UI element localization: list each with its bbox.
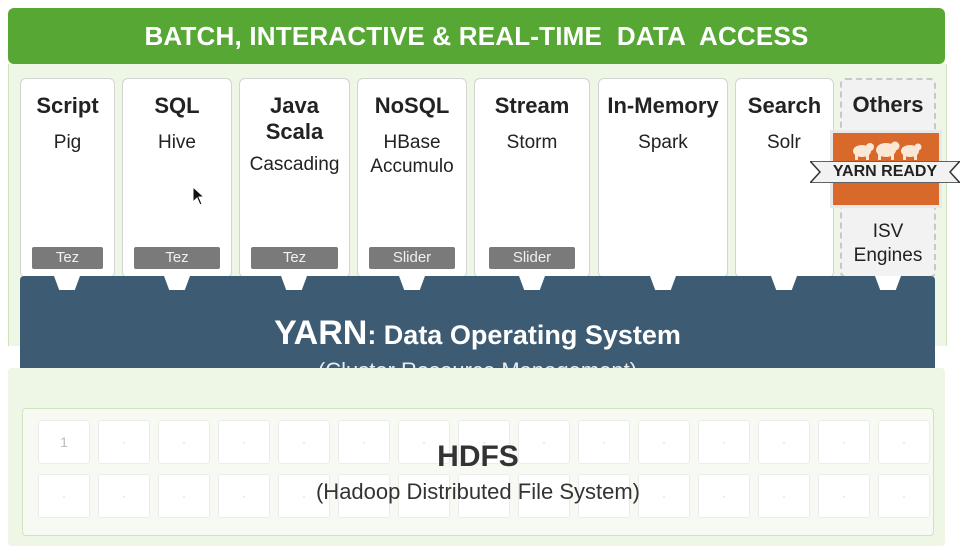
hdfs-block: · [638, 474, 690, 518]
hdfs-block: 1 [38, 420, 90, 464]
hdfs-block: · [158, 474, 210, 518]
hdfs-block: · [338, 420, 390, 464]
engine-title: Java Scala [265, 93, 324, 144]
connector-tab [650, 276, 676, 290]
hdfs-block: · [338, 474, 390, 518]
hdfs-block: · [758, 474, 810, 518]
hdfs-block: · [818, 474, 870, 518]
hdfs-block: · [518, 474, 570, 518]
hdfs-block: · [578, 420, 630, 464]
hdfs-block: · [578, 474, 630, 518]
connector-tab [771, 276, 797, 290]
engine-tag: Slider [489, 247, 575, 269]
engine-card-nosql[interactable]: NoSQL HBase Accumulo Slider [357, 78, 467, 278]
hdfs-block: · [638, 420, 690, 464]
hdfs-subtitle: (Hadoop Distributed File System) [315, 479, 640, 504]
engine-subtitle: ISV Engines [853, 221, 923, 266]
engine-card-java-scala[interactable]: Java Scala Cascading Tez [239, 78, 350, 278]
engine-subtitle: Hive [157, 132, 196, 153]
hdfs-block: · [458, 420, 510, 464]
yarn-title-strong: YARN [274, 314, 368, 352]
connector-tab [399, 276, 425, 290]
engine-tag: Tez [134, 247, 220, 269]
hdfs-block: · [398, 474, 450, 518]
hdfs-block: · [218, 420, 270, 464]
yarn-title-rest: : Data Operating System [367, 320, 681, 350]
engine-title: Stream [494, 93, 570, 118]
hdfs-block: · [878, 474, 930, 518]
hdfs-block: · [38, 474, 90, 518]
elephants-icon [853, 141, 922, 160]
badge-text: YARN READY [832, 163, 938, 180]
hdfs-block: · [878, 420, 930, 464]
engine-title: SQL [154, 93, 200, 118]
engine-tag: Tez [32, 247, 103, 269]
engine-subtitle: Storm [506, 132, 558, 153]
hdfs-block: · [818, 420, 870, 464]
hdfs-block: · [698, 420, 750, 464]
engine-title: Others [852, 92, 924, 117]
connector-tab [164, 276, 190, 290]
engine-tag: Tez [251, 247, 338, 269]
access-banner: BATCH, INTERACTIVE & REAL-TIME DATA ACCE… [8, 8, 945, 64]
hdfs-block: · [758, 420, 810, 464]
engine-card-in-memory[interactable]: In-Memory Spark [598, 78, 728, 278]
hdfs-title: HDFS [437, 440, 519, 473]
connector-tab [281, 276, 307, 290]
connector-tab [54, 276, 80, 290]
hdfs-block: · [158, 420, 210, 464]
engine-title: Search [747, 93, 822, 118]
engine-title: NoSQL [374, 93, 450, 118]
hdfs-block: · [98, 420, 150, 464]
connector-tab [519, 276, 545, 290]
engine-tag: Slider [369, 247, 455, 269]
access-banner-title: BATCH, INTERACTIVE & REAL-TIME DATA ACCE… [144, 20, 809, 51]
connector-tab [875, 276, 901, 290]
hdfs-block: · [278, 420, 330, 464]
hdfs-block: · [278, 474, 330, 518]
hdfs-block: · [518, 420, 570, 464]
yarn-title: YARN: Data Operating System [20, 314, 935, 353]
hdfs-block: · [218, 474, 270, 518]
engine-subtitle: HBase Accumulo [370, 132, 454, 177]
mouse-cursor-icon [192, 186, 206, 206]
hdfs-block: · [698, 474, 750, 518]
engine-title: In-Memory [607, 93, 719, 118]
engine-subtitle: Pig [53, 132, 82, 153]
engine-subtitle: Solr [767, 132, 801, 153]
yarn-ready-badge: YARN READY [810, 130, 960, 208]
hdfs-block: · [398, 420, 450, 464]
badge-ribbon [810, 161, 960, 183]
engine-card-script[interactable]: Script Pig Tez [20, 78, 115, 278]
hdfs-block: · [458, 474, 510, 518]
engine-subtitle: Cascading [249, 154, 340, 175]
engine-title: Script [36, 93, 99, 118]
hdfs-block: · [98, 474, 150, 518]
engine-subtitle: Spark [638, 132, 688, 153]
engine-card-sql[interactable]: SQL Hive Tez [122, 78, 232, 278]
engine-card-stream[interactable]: Stream Storm Slider [474, 78, 590, 278]
